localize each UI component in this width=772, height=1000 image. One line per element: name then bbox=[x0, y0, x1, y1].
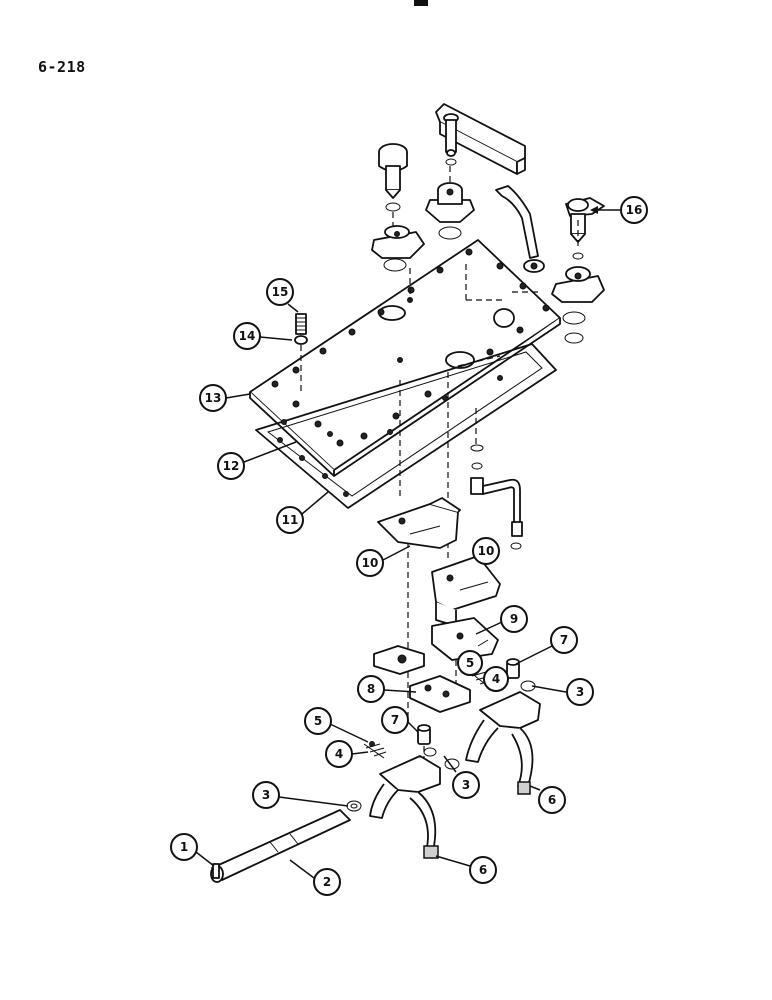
cover-plate bbox=[249, 239, 561, 477]
guide-plate bbox=[431, 617, 499, 661]
roll-pin bbox=[212, 863, 220, 879]
shift-fork-right bbox=[465, 680, 541, 795]
shift-pin-left bbox=[378, 143, 408, 212]
crop-mark bbox=[414, 0, 428, 6]
callout-14: 14 bbox=[233, 322, 261, 350]
svg-text:5: 5 bbox=[314, 714, 322, 728]
callout-4b: 4 bbox=[483, 666, 509, 692]
dowel-pin-centre bbox=[417, 724, 431, 745]
svg-text:8: 8 bbox=[367, 682, 375, 696]
svg-text:5: 5 bbox=[466, 656, 474, 670]
callout-5a: 5 bbox=[304, 707, 332, 735]
callout-6a: 6 bbox=[469, 856, 497, 884]
svg-text:12: 12 bbox=[223, 459, 240, 473]
callout-3b: 3 bbox=[452, 771, 480, 799]
selector-plate bbox=[409, 675, 471, 713]
svg-text:3: 3 bbox=[576, 685, 584, 699]
callout-6b: 6 bbox=[538, 786, 566, 814]
callout-15: 15 bbox=[266, 278, 294, 306]
cover-gasket bbox=[255, 343, 557, 509]
callout-5b: 5 bbox=[457, 650, 483, 676]
shift-pin-right bbox=[565, 197, 605, 260]
pivot-housing-centre bbox=[425, 182, 475, 240]
o-ring bbox=[445, 158, 457, 166]
svg-text:9: 9 bbox=[510, 612, 518, 626]
linkage-arm bbox=[435, 103, 526, 175]
callout-10b: 10 bbox=[472, 537, 500, 565]
svg-text:3: 3 bbox=[262, 788, 270, 802]
dowel-pin-right bbox=[506, 658, 520, 679]
svg-text:15: 15 bbox=[272, 285, 289, 299]
interlock-plate-lower bbox=[431, 555, 501, 627]
detent-screw bbox=[294, 313, 308, 345]
callout-3a: 3 bbox=[252, 781, 280, 809]
svg-text:13: 13 bbox=[205, 391, 222, 405]
detent-spring-left bbox=[363, 741, 387, 759]
svg-text:4: 4 bbox=[335, 747, 343, 761]
callout-2: 2 bbox=[313, 868, 341, 896]
callout-12: 12 bbox=[217, 452, 245, 480]
callout-11: 11 bbox=[276, 506, 304, 534]
svg-text:11: 11 bbox=[282, 513, 299, 527]
svg-text:7: 7 bbox=[391, 713, 399, 727]
callout-8: 8 bbox=[357, 675, 385, 703]
retaining-washer bbox=[346, 800, 362, 812]
callout-10a: 10 bbox=[356, 549, 384, 577]
svg-text:10: 10 bbox=[478, 544, 495, 558]
callout-16: 16 bbox=[620, 196, 648, 224]
interlock-plate-upper bbox=[377, 497, 461, 549]
callouts: 16 15 14 13 12 11 10 10 9 7 5 4 bbox=[170, 196, 648, 896]
callout-1: 1 bbox=[170, 833, 198, 861]
callout-7b: 7 bbox=[550, 626, 578, 654]
callout-7a: 7 bbox=[381, 706, 409, 734]
callout-4a: 4 bbox=[325, 740, 353, 768]
svg-text:2: 2 bbox=[323, 875, 331, 889]
callout-3c: 3 bbox=[566, 678, 594, 706]
pivot-housing-right bbox=[551, 266, 605, 344]
svg-text:4: 4 bbox=[492, 672, 500, 686]
svg-text:6: 6 bbox=[479, 863, 487, 877]
shift-fork-left bbox=[369, 747, 460, 859]
svg-text:14: 14 bbox=[239, 329, 256, 343]
page-number: 6-218 bbox=[38, 58, 86, 76]
callout-9: 9 bbox=[500, 605, 528, 633]
svg-text:7: 7 bbox=[560, 633, 568, 647]
svg-text:16: 16 bbox=[626, 203, 643, 217]
svg-text:1: 1 bbox=[180, 840, 188, 854]
pivot-housing-left bbox=[371, 225, 425, 272]
svg-text:10: 10 bbox=[362, 556, 379, 570]
lube-tube bbox=[470, 444, 523, 550]
svg-text:6: 6 bbox=[548, 793, 556, 807]
svg-text:3: 3 bbox=[462, 778, 470, 792]
callout-13: 13 bbox=[199, 384, 227, 412]
selector-block bbox=[373, 645, 425, 675]
